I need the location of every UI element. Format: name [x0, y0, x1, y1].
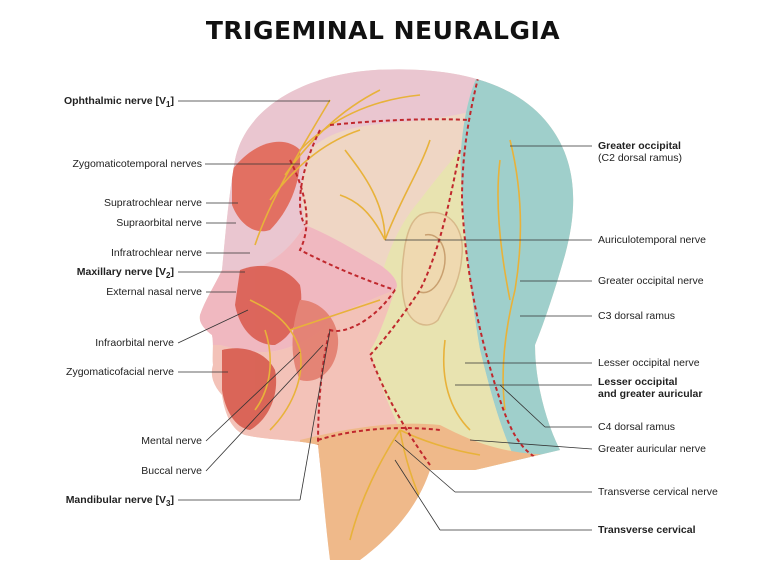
ear — [401, 211, 463, 326]
label-c4-dorsal-ramus: C4 dorsal ramus — [598, 421, 676, 433]
label-supratrochlear: Supratrochlear nerve — [103, 197, 202, 209]
nerve-branches — [249, 89, 522, 541]
label-infraorbital: Infraorbital nerve — [95, 337, 174, 349]
leader-lines — [177, 100, 593, 531]
label-infratrochlear: Infratrochlear nerve — [110, 247, 202, 259]
label-zygomaticofacial: Zygomaticofacial nerve — [66, 366, 174, 378]
label-greater-auricular-nerve: Greater auricular nerve — [598, 443, 706, 455]
label-greater-occipital-c2: Greater occipital(C2 dorsal ramus) — [598, 140, 683, 164]
label-zygomaticotemporal: Zygomaticotemporal nerves — [72, 158, 202, 170]
auricular-zone — [370, 150, 520, 470]
label-mental-nerve: Mental nerve — [141, 435, 202, 447]
diagram-title: TRIGEMINAL NEURALGIA — [205, 16, 561, 45]
label-ophthalmic-nerve: Ophthalmic nerve [V1] — [63, 95, 174, 110]
label-supraorbital: Supraorbital nerve — [116, 217, 202, 229]
label-transverse-cervical-nerve: Transverse cervical nerve — [598, 486, 718, 498]
label-external-nasal: External nasal nerve — [106, 286, 202, 298]
label-buccal-nerve: Buccal nerve — [141, 465, 202, 477]
label-auriculotemporal: Auriculotemporal nerve — [598, 234, 706, 246]
label-transverse-cervical: Transverse cervical — [598, 524, 696, 536]
label-greater-occipital-nerve: Greater occipital nerve — [598, 275, 704, 287]
label-lesser-occipital-nerve: Lesser occipital nerve — [598, 357, 700, 369]
label-c3-dorsal-ramus: C3 dorsal ramus — [598, 310, 676, 322]
label-mandibular-nerve: Mandibular nerve [V3] — [65, 494, 174, 509]
label-maxillary-nerve: Maxillary nerve [V2] — [76, 266, 174, 281]
